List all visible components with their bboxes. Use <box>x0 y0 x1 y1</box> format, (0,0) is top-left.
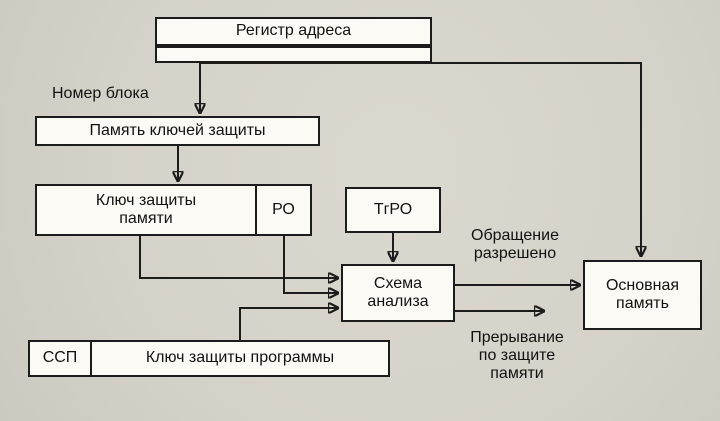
key-memory-box: Память ключей защиты <box>35 116 320 146</box>
address-register-box: Регистр адреса <box>155 17 432 46</box>
block-number-label: Номер блока <box>52 85 149 102</box>
main-memory-box: Основная память <box>583 260 702 330</box>
access-allowed-label: Обращение разрешено <box>471 227 559 262</box>
address-register-label: Регистр адреса <box>235 22 352 40</box>
connector-programkey-to-analysis <box>239 308 338 340</box>
memory-key-box: Ключ защиты памяти <box>35 184 257 236</box>
ro-label: РО <box>272 200 295 218</box>
program-key-box: Ключ защиты программы <box>90 340 390 377</box>
program-key-label: Ключ защиты программы <box>145 349 335 367</box>
analysis-box: Схема анализа <box>341 264 455 322</box>
ssp-label: ССП <box>42 349 78 367</box>
analysis-label: Схема анализа <box>367 274 429 310</box>
ssp-box: ССП <box>28 340 92 377</box>
address-register-field <box>155 46 432 63</box>
memory-key-label: Ключ защиты памяти <box>95 191 197 227</box>
interrupt-label: Прерывание по защите памяти <box>470 329 564 382</box>
ro-box: РО <box>255 184 312 236</box>
connector-memorykey-to-analysis <box>139 236 338 278</box>
connector-ro-to-analysis <box>283 236 338 293</box>
tgro-box: ТгРО <box>345 187 441 233</box>
main-memory-label: Основная память <box>605 276 680 312</box>
key-memory-label: Память ключей защиты <box>89 121 266 139</box>
tgro-label: ТгРО <box>373 200 413 218</box>
